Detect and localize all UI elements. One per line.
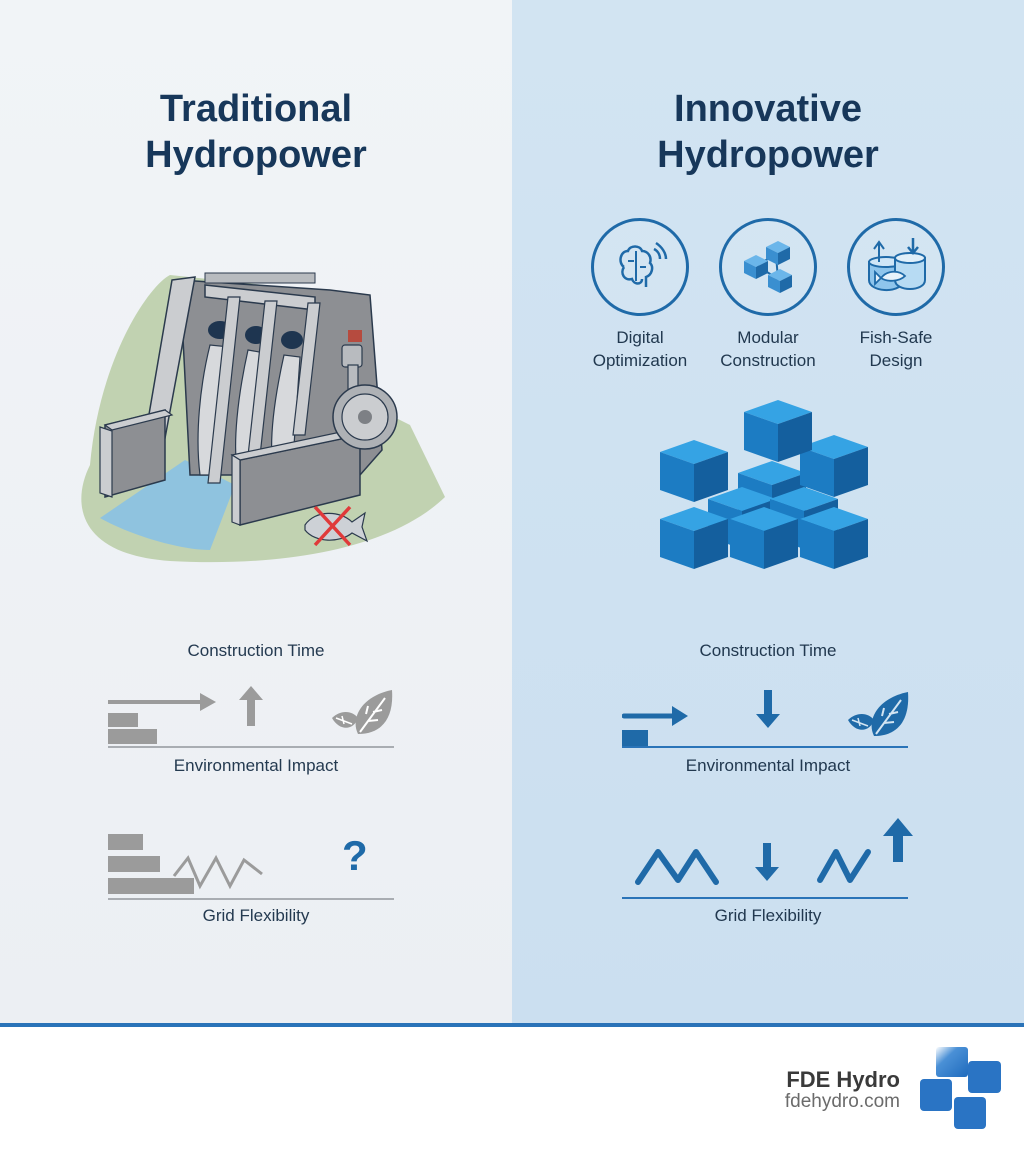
- feature-digital-optimization: Digital Optimization: [590, 218, 690, 372]
- feature-label-line1: Digital: [616, 328, 664, 347]
- footer: FDE Hydro fdehydro.com: [0, 1027, 1024, 1154]
- rising-wave-icon: [817, 849, 871, 883]
- fish-passage-icon: [847, 218, 945, 316]
- feature-label-line2: Optimization: [592, 351, 688, 370]
- footer-separator: [0, 1023, 1024, 1027]
- grid-flexibility-baseline: [622, 897, 908, 899]
- arrow-down-icon: [755, 843, 779, 881]
- arrow-down-icon: [756, 690, 780, 728]
- heading-line-1: Innovative: [674, 88, 862, 130]
- question-mark-icon: ?: [342, 832, 368, 879]
- construction-time-label: Construction Time: [187, 641, 325, 660]
- brain-signal-icon: [591, 218, 689, 316]
- arrow-up-icon: [883, 818, 913, 862]
- fde-hydro-logo-icon: [920, 1047, 1001, 1129]
- leaf-icon: [332, 690, 393, 734]
- grid-flexibility-label: Grid Flexibility: [202, 906, 310, 925]
- grid-flexibility-label: Grid Flexibility: [714, 906, 822, 925]
- dam-illustration: [81, 272, 446, 563]
- arrow-up-icon: [239, 686, 263, 726]
- innovative-heading: Innovative Hydropower: [512, 86, 1024, 178]
- innovative-panel: Innovative Hydropower Digital Optimizati…: [512, 0, 1024, 1024]
- environmental-impact-baseline: [622, 746, 908, 748]
- feature-fish-safe-design: Fish-Safe Design: [846, 218, 946, 372]
- feature-label-line2: Design: [869, 351, 923, 370]
- grid-flexibility-baseline: [108, 898, 394, 900]
- construction-time-label: Construction Time: [699, 641, 837, 660]
- feature-label-line2: Construction: [720, 351, 816, 370]
- wave-icon: [635, 849, 719, 885]
- leaf-icon: [848, 692, 909, 736]
- long-arrow-right-icon: [108, 693, 216, 744]
- environmental-impact-baseline: [108, 746, 394, 748]
- brand-url[interactable]: fdehydro.com: [784, 1091, 900, 1112]
- stacked-bars-icon: [108, 834, 194, 894]
- feature-label-line1: Modular: [737, 328, 799, 347]
- feature-label: Fish-Safe Design: [846, 326, 946, 372]
- feature-label-line1: Fish-Safe: [859, 328, 933, 347]
- connected-cubes-icon: [719, 218, 817, 316]
- heading-line-2: Hydropower: [145, 134, 367, 176]
- zigzag-icon: [172, 854, 263, 890]
- traditional-heading: Traditional Hydropower: [0, 86, 512, 178]
- feature-label: Digital Optimization: [590, 326, 690, 372]
- modular-cubes-illustration: [660, 400, 868, 569]
- heading-line-2: Hydropower: [657, 134, 879, 176]
- short-arrow-right-icon: [622, 706, 688, 746]
- heading-line-1: Traditional: [159, 88, 353, 130]
- environmental-impact-label: Environmental Impact: [173, 756, 339, 775]
- feature-label: Modular Construction: [718, 326, 818, 372]
- traditional-panel: Traditional Hydropower: [0, 0, 512, 1024]
- brand-name: FDE Hydro: [786, 1067, 900, 1092]
- environmental-impact-label: Environmental Impact: [685, 756, 851, 775]
- feature-modular-construction: Modular Construction: [718, 218, 818, 372]
